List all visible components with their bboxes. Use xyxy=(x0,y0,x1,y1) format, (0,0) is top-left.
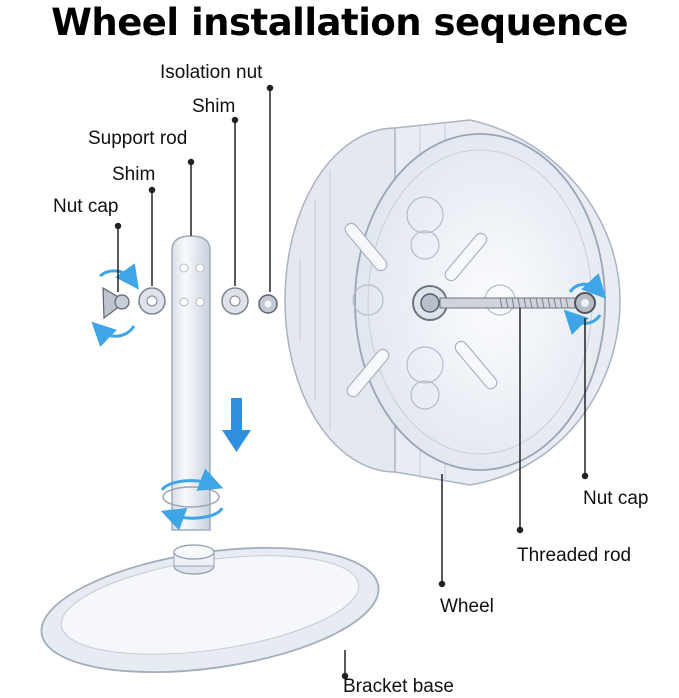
label-shim-left: Shim xyxy=(112,164,156,185)
label-threaded-rod: Threaded rod xyxy=(517,545,632,566)
nut-cap-left xyxy=(91,263,140,347)
label-wheel: Wheel xyxy=(440,596,494,617)
page-title: Wheel installation sequence xyxy=(51,1,628,44)
label-nut-cap-right: Nut cap xyxy=(583,488,649,509)
threaded-rod xyxy=(439,297,589,309)
nut-cap-right xyxy=(563,273,607,335)
leader-lines xyxy=(114,84,589,680)
label-shim-right: Shim xyxy=(192,96,236,117)
label-bracket-base: Bracket base xyxy=(343,676,454,697)
support-rod xyxy=(160,235,224,531)
label-nut-cap-left: Nut cap xyxy=(53,196,119,217)
shim-left xyxy=(138,287,166,315)
shim-right xyxy=(221,287,249,315)
bracket-base xyxy=(40,544,380,674)
label-support-rod: Support rod xyxy=(88,128,188,149)
down-arrow-icon xyxy=(222,398,251,452)
label-isolation-nut: Isolation nut xyxy=(160,62,263,83)
isolation-nut xyxy=(258,294,278,314)
